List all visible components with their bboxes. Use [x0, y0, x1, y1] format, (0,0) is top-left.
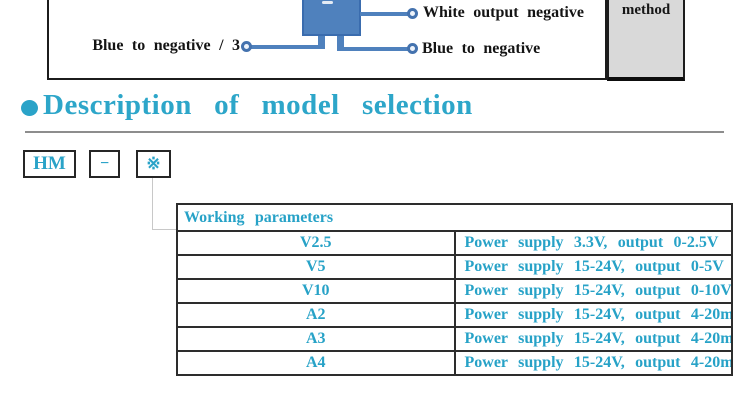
label-white-output-negative: White output negative	[423, 4, 584, 21]
model-cell: A2	[176, 302, 456, 328]
model-code-wildcard-box: ※	[136, 150, 171, 178]
model-cell: A3	[176, 326, 456, 352]
table-header: Working parameters	[176, 203, 733, 232]
model-cell: V5	[176, 254, 456, 280]
description-cell: Power supply 3.3V, output 0-2.5V	[453, 230, 733, 256]
method-box: method	[607, 0, 685, 81]
terminal-dot-icon	[407, 8, 418, 19]
terminal-dot-icon	[241, 41, 252, 52]
wire-blue-negative-3	[249, 45, 325, 49]
heading-divider	[25, 131, 724, 133]
section-title: Description of model selection	[43, 89, 473, 121]
model-code-separator-box: −	[89, 150, 120, 178]
connector-line-vertical	[152, 178, 153, 230]
wire-white-output	[360, 12, 408, 16]
working-parameters-table: Working parameters V2.5 Power supply 3.3…	[176, 203, 733, 376]
model-code-prefix-box: HM	[23, 150, 76, 178]
table-row: V2.5 Power supply 3.3V, output 0-2.5V	[176, 230, 733, 256]
connector-line-horizontal	[152, 229, 176, 230]
table-row: V5 Power supply 15-24V, output 0-5V	[176, 254, 733, 280]
bullet-icon	[21, 100, 38, 116]
wire-blue-negative	[344, 47, 408, 51]
label-blue-to-negative-3: Blue to negative / 3	[92, 37, 240, 54]
table-row: V10 Power supply 15-24V, output 0-10V	[176, 278, 733, 304]
terminal-dot-icon	[407, 43, 418, 54]
model-cell: V2.5	[176, 230, 456, 256]
description-cell: Power supply 15-24V, output 0-5V	[453, 254, 733, 280]
label-blue-to-negative: Blue to negative	[422, 40, 541, 57]
method-label: method	[621, 2, 671, 18]
wire-leg-right	[337, 36, 344, 51]
model-cell: A4	[176, 350, 456, 376]
table-header-row: Working parameters	[176, 203, 733, 232]
description-cell: Power supply 15-24V, output 0-10V	[453, 278, 733, 304]
sensor-box	[302, 0, 361, 36]
cropped-text-fragment	[322, 1, 333, 4]
wire-leg-left	[318, 36, 325, 49]
model-cell: V10	[176, 278, 456, 304]
